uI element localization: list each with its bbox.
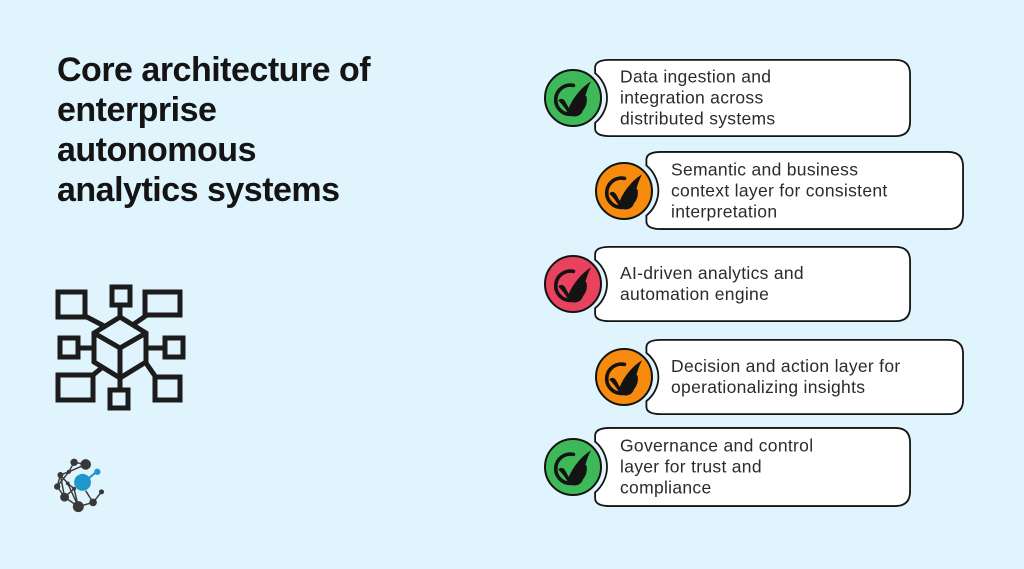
checkmark-icon [553,450,592,486]
speech-bubble [540,245,914,323]
callout-label: Data ingestion and integration across di… [620,66,776,129]
check-badge [544,69,602,127]
speech-bubble [540,58,914,138]
callout-label: Governance and control layer for trust a… [620,435,814,498]
speech-bubble [591,338,967,416]
logo-blue-link [88,472,96,479]
checkmark-icon [604,173,643,209]
callout-label: AI-driven analytics and automation engin… [620,263,804,304]
network-sphere-logo [54,458,105,513]
callout-item-2: Semantic and business context layer for … [591,150,967,231]
check-badge [595,348,653,406]
callout-item-3: AI-driven analytics and automation engin… [540,245,914,323]
callout-label: Semantic and business context layer for … [671,159,888,221]
speech-bubble [591,150,967,231]
check-badge [544,438,602,496]
callout-item-5: Governance and control layer for trust a… [540,426,914,508]
logo-blue-dot [94,468,101,475]
check-badge [595,161,653,220]
logo-blue-core [74,473,91,491]
speech-bubble [540,426,914,508]
checkmark-icon [553,81,592,117]
callout-item-1: Data ingestion and integration across di… [540,58,914,138]
callout-item-4: Decision and action layer for operationa… [591,338,967,416]
checkmark-icon [604,360,643,396]
page-title: Core architecture of enterprise autonomo… [57,51,371,209]
checkmark-icon [553,267,592,303]
distributed-cube-network-icon [55,284,186,411]
check-badge [544,255,602,313]
callout-label: Decision and action layer for operationa… [671,356,901,397]
